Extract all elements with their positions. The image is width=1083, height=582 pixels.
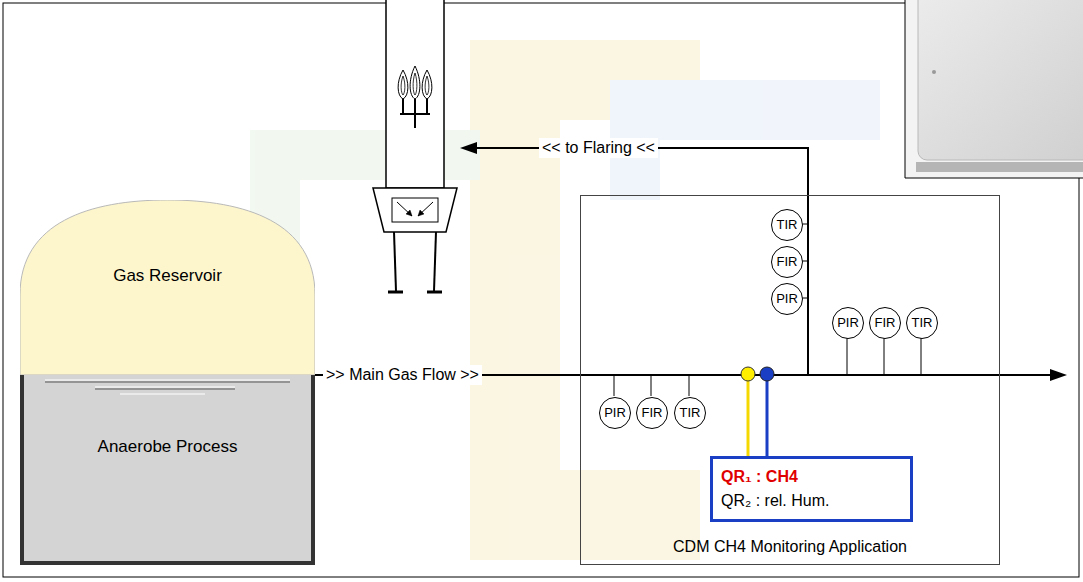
instrument-tag: FIR — [777, 252, 798, 272]
node-label: Anaerobe Process — [98, 437, 238, 457]
watermark-shapes — [250, 40, 880, 560]
tank-fill — [20, 375, 315, 565]
pressure-instrument: PIR — [771, 283, 803, 315]
instrument-tag: FIR — [642, 403, 663, 423]
instrument-tag: FIR — [875, 313, 896, 333]
analyser-box: QR₁ : CH4QR₂ : rel. Hum. — [710, 456, 913, 522]
instrument-tag: PIR — [837, 313, 859, 333]
node-label: Gas Reservoir — [113, 266, 222, 286]
flow-direction-label: >> Main Gas Flow >> — [323, 365, 482, 385]
analyser-reading: QR₂ : rel. Hum. — [721, 489, 829, 513]
flaring-arrowhead — [460, 142, 477, 154]
node-label: CDM CH4 Monitoring Application — [673, 537, 907, 557]
flow-instrument: FIR — [636, 397, 668, 429]
liquid-lines-dark — [45, 382, 290, 389]
sample-line-blue — [766, 380, 769, 456]
flow-instrument: FIR — [771, 246, 803, 278]
liquid-lines — [45, 380, 290, 394]
pressure-instrument: PIR — [599, 397, 631, 429]
flow-arrowhead — [1050, 369, 1067, 381]
gas-reservoir-dome: Gas Reservoir — [20, 200, 315, 375]
dome-shape — [20, 200, 315, 375]
flow-instrument: FIR — [869, 307, 901, 339]
instrument-tag: PIR — [604, 403, 626, 423]
temperature-instrument: TIR — [674, 397, 706, 429]
pressure-instrument: PIR — [832, 307, 864, 339]
flow-direction-label: << to Flaring << — [539, 138, 658, 158]
process-tank: Anaerobe Process — [20, 375, 315, 565]
analyser-reading: QR₁ : CH4 — [721, 465, 798, 489]
sample-line-yellow — [747, 380, 750, 456]
temperature-instrument: TIR — [906, 307, 938, 339]
instrument-tag: PIR — [776, 289, 798, 309]
flare-stack — [373, 0, 457, 292]
instrument-tag: TIR — [680, 403, 701, 423]
gas-pipes — [315, 148, 1052, 375]
instrument-tag: TIR — [777, 215, 798, 235]
instrument-taps — [614, 224, 921, 396]
sample-point-blue — [760, 367, 774, 381]
instrument-tag: TIR — [912, 313, 933, 333]
dome-outline — [20, 200, 315, 375]
cabinet-photo — [905, 0, 1083, 178]
sample-point-yellow — [741, 367, 755, 381]
temperature-instrument: TIR — [771, 209, 803, 241]
monitoring-box: CDM CH4 Monitoring Application TIR FIR PIR P… — [580, 195, 1000, 565]
